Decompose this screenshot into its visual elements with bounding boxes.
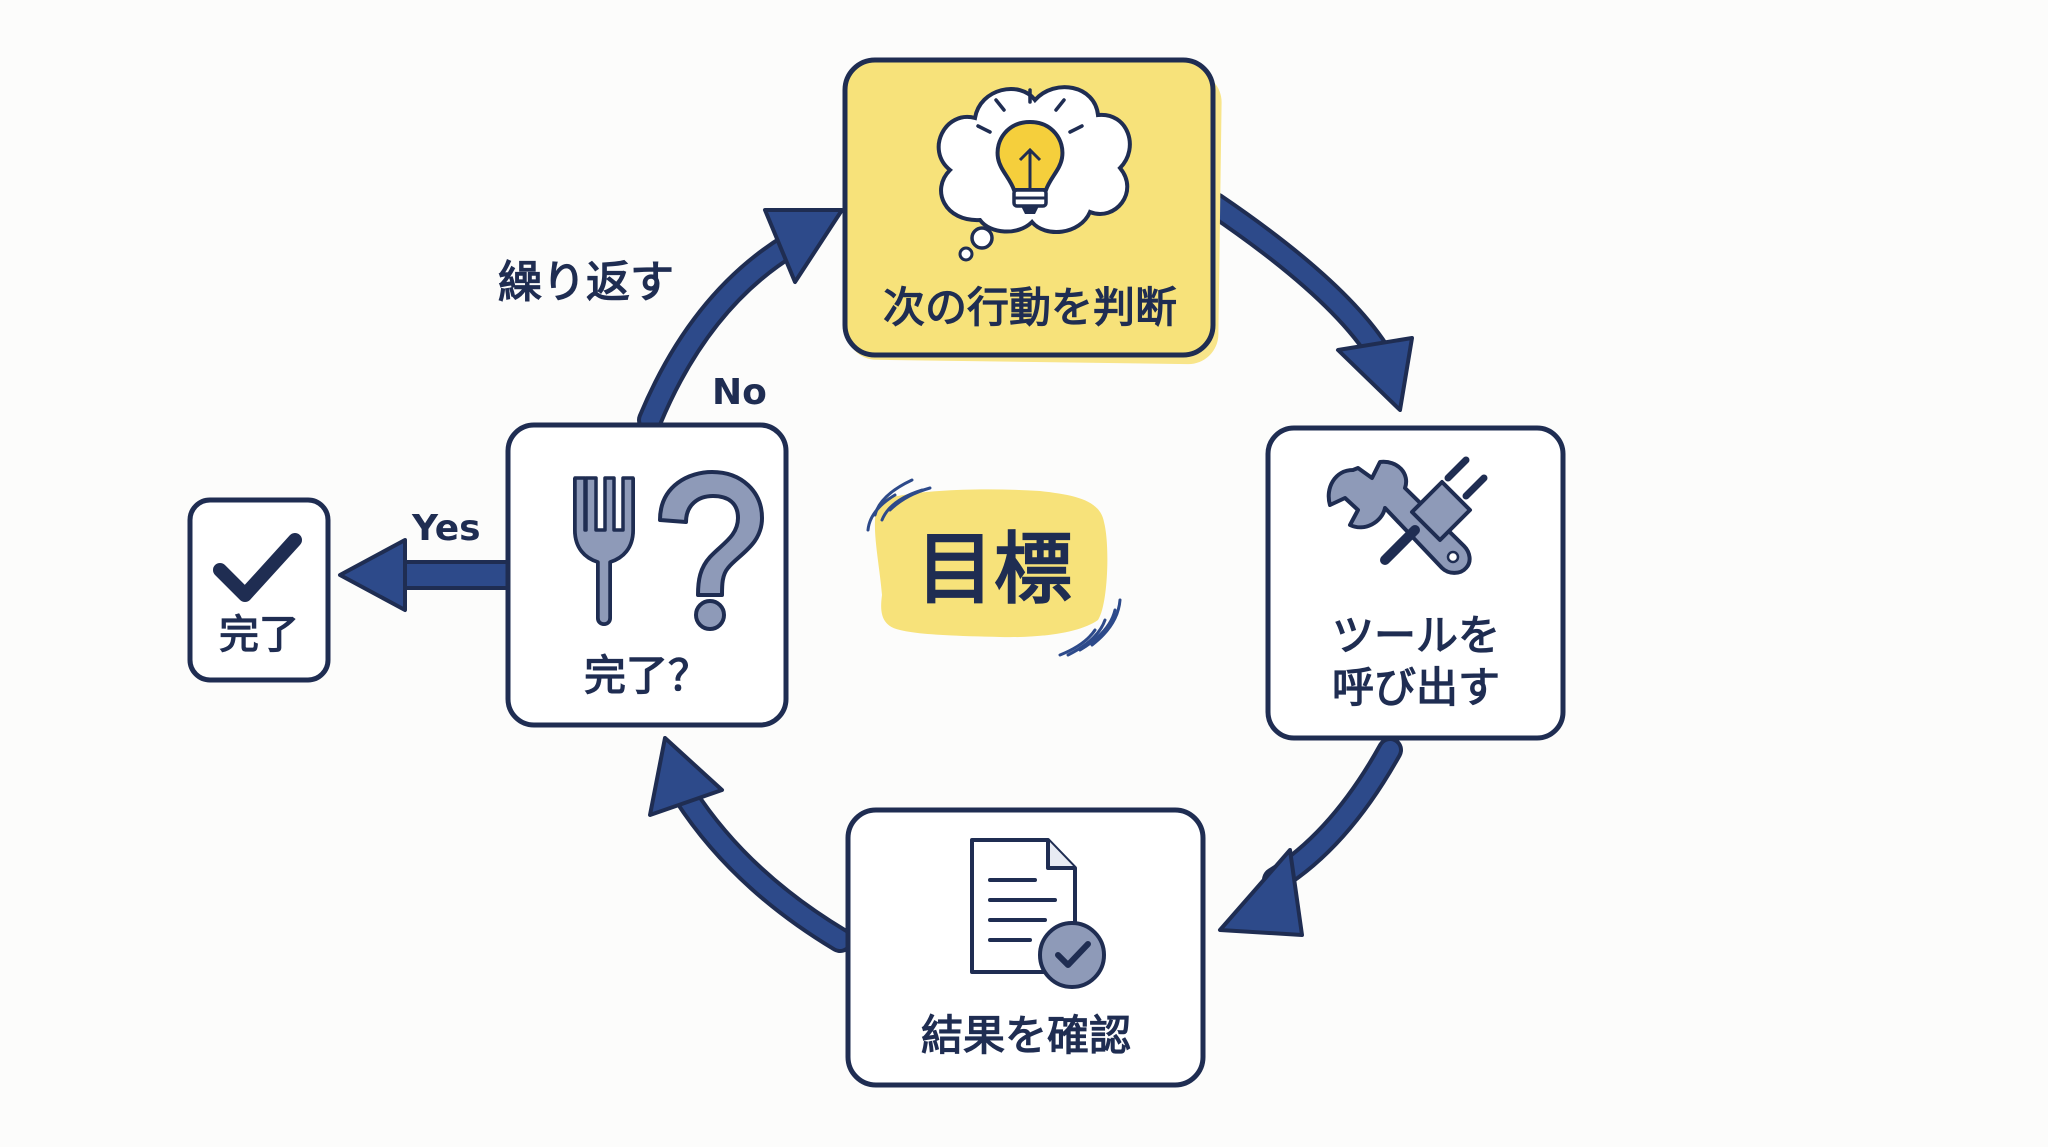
goal-label: 目標 [916, 525, 1072, 615]
node-check: 結果を確認 [845, 807, 1206, 1088]
arrow-check-to-done-question [648, 736, 853, 953]
no-label: No [712, 372, 767, 413]
arrow-done-question-to-decide [637, 208, 844, 433]
node-decide: 次の行動を判断 [842, 57, 1222, 365]
node-done-question-label: 完了？ [584, 651, 710, 700]
node-done-label: 完了 [219, 612, 299, 658]
document-check-icon [970, 838, 1106, 989]
arrow-done-question-to-done [338, 538, 520, 612]
motion-lines-bottom-right [1058, 598, 1122, 657]
arrow-tool-to-check [1218, 737, 1403, 937]
node-tool-label-line1: ツールを [1332, 611, 1500, 660]
arrow-decide-to-tool [1202, 192, 1414, 412]
node-decide-label: 次の行動を判断 [883, 283, 1177, 332]
lightbulb-thought-icon [936, 85, 1132, 262]
node-tool: ツールを 呼び出す [1265, 425, 1566, 741]
node-done: 完了 [187, 497, 331, 683]
node-check-label: 結果を確認 [921, 1011, 1131, 1060]
checkmark-icon [213, 533, 302, 602]
motion-lines-top-left [866, 478, 932, 532]
repeat-label: 繰り返す [498, 257, 674, 308]
goal-center: 目標 [866, 478, 1122, 657]
node-tool-label-line2: 呼び出す [1332, 663, 1500, 712]
wrench-plug-icon [1326, 456, 1488, 575]
fork-question-icon [573, 470, 764, 631]
node-done-question: 完了？ [505, 422, 789, 728]
yes-label: Yes [411, 508, 481, 549]
